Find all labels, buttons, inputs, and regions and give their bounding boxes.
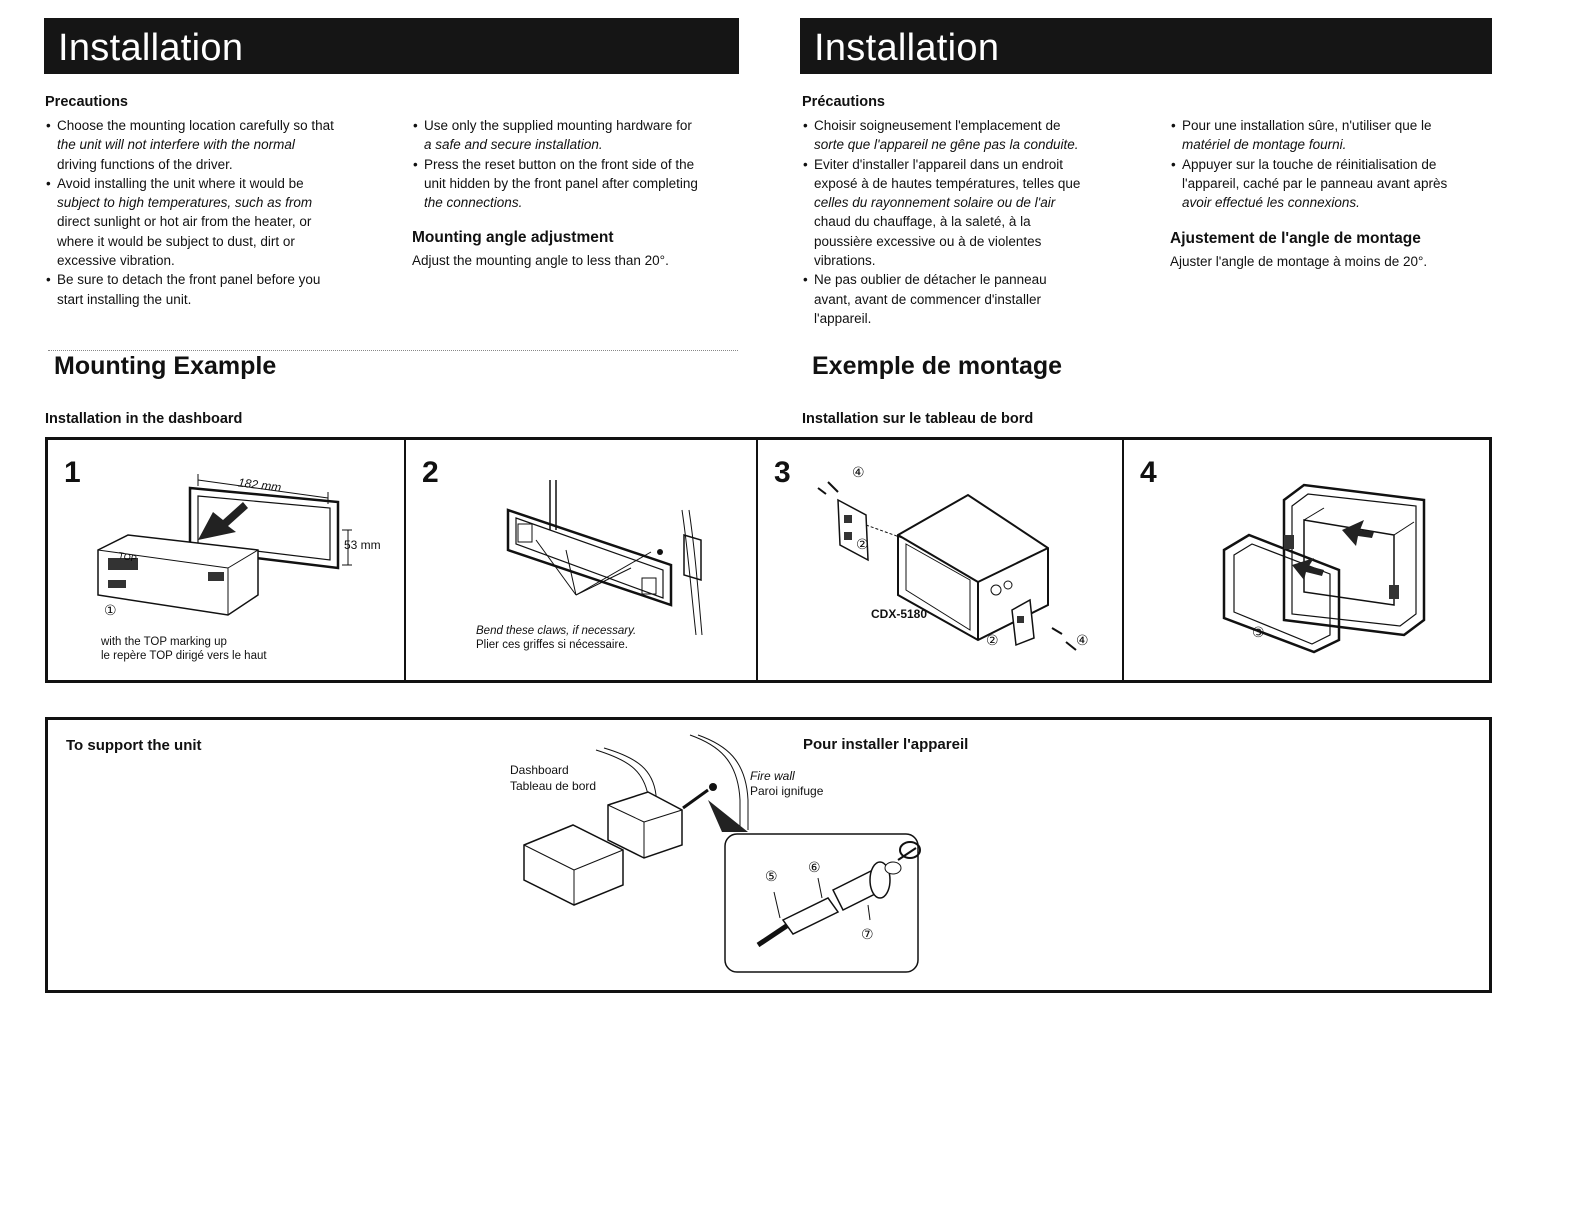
precautions-heading-en: Precautions — [45, 94, 128, 110]
step-number: 3 — [774, 456, 791, 489]
line: the unit will not interfere with the nor… — [57, 137, 295, 153]
section-mounting-example: Mounting Example — [54, 352, 277, 380]
line: Press the reset button on the front side… — [424, 156, 695, 172]
line: poussière excessive ou à de violentes — [814, 233, 1042, 249]
banner-installation-en: Installation — [44, 18, 739, 74]
step-number: 1 — [64, 456, 81, 489]
line: vibrations. — [814, 253, 876, 269]
line: start installing the unit. — [57, 291, 192, 307]
dim-height: 53 mm — [344, 538, 381, 552]
dashboard-heading-fr: Installation sur le tableau de bord — [802, 411, 1034, 427]
bullet: Choose the mounting location carefully s… — [45, 116, 385, 174]
angle-text-en: Adjust the mounting angle to less than 2… — [412, 253, 669, 268]
marker-4b: ④ — [1076, 632, 1089, 648]
section-exemple-de-montage: Exemple de montage — [812, 352, 1063, 380]
line: excessive vibration. — [57, 253, 175, 269]
model-label: CDX-5180 — [871, 607, 928, 621]
marker-3: ③ — [1252, 624, 1265, 640]
support-panel: To support the unit Pour installer l'app… — [45, 717, 1492, 993]
line: Pour une installation sûre, n'utiliser q… — [1182, 118, 1432, 133]
bullet: Be sure to detach the front panel before… — [45, 270, 385, 309]
bullet: Eviter d'installer l'appareil dans un en… — [802, 155, 1147, 271]
svg-text:TOP: TOP — [118, 550, 138, 564]
line: Appuyer sur la touche de réinitialisatio… — [1182, 156, 1437, 172]
step-4-diagram — [1222, 483, 1426, 654]
caption-fr: Plier ces griffes si nécessaire. — [476, 639, 628, 651]
step-4-panel: 4 ③ — [1122, 440, 1491, 680]
divider — [48, 350, 738, 351]
marker-5: ⑤ — [765, 868, 778, 884]
bullet: Press the reset button on the front side… — [412, 155, 752, 213]
line: sorte que l'appareil ne gêne pas la cond… — [814, 137, 1079, 153]
line: Avoid installing the unit where it would… — [57, 175, 304, 191]
step-2-panel: 2 Bend these claws, if necessary. Plier … — [404, 440, 758, 680]
line: the connections. — [424, 195, 523, 211]
line: celles du rayonnement solaire ou de l'ai… — [814, 195, 1056, 211]
line: Ne pas oublier de détacher le panneau — [814, 272, 1047, 288]
marker-7: ⑦ — [861, 926, 874, 942]
bullet: Pour une installation sûre, n'utiliser q… — [1170, 116, 1490, 155]
precautions-col1-en: Choose the mounting location carefully s… — [45, 116, 385, 309]
marker-2: ② — [856, 536, 869, 552]
line: avoir effectué les connexions. — [1182, 195, 1360, 211]
line: driving functions of the driver. — [57, 156, 233, 172]
line: subject to high temperatures, such as fr… — [57, 195, 313, 211]
step-1-panel: 1 TOP 182 mm 53 mm ① with the TOP markin… — [48, 440, 404, 680]
precautions-col2-fr: Pour une installation sûre, n'utiliser q… — [1170, 116, 1490, 212]
precautions-heading-fr: Précautions — [802, 94, 885, 110]
banner-installation-fr: Installation — [800, 18, 1492, 74]
line: l'appareil. — [814, 310, 872, 326]
caption-en: with the TOP marking up — [101, 636, 227, 648]
firewall-label: Fire wall — [750, 769, 795, 783]
bullet: Ne pas oublier de détacher le panneau av… — [802, 270, 1147, 328]
line: Use only the supplied mounting hardware … — [424, 118, 692, 133]
step-2-diagram — [506, 480, 703, 636]
marker-6: ⑥ — [808, 859, 821, 875]
line: a safe and secure installation. — [424, 137, 603, 153]
dashboard-label-fr: Tableau de bord — [510, 779, 597, 793]
marker-1: ① — [104, 602, 117, 618]
angle-text-fr: Ajuster l'angle de montage à moins de 20… — [1170, 254, 1428, 269]
line: where it would be subject to dust, dirt … — [57, 233, 295, 249]
step-1-diagram: TOP — [97, 474, 352, 616]
bullet: Choisir soigneusement l'emplacement de s… — [802, 116, 1147, 155]
banner-title: Installation — [58, 27, 244, 69]
caption-fr: le repère TOP dirigé vers le haut — [101, 650, 267, 662]
line: Be sure to detach the front panel before… — [57, 272, 321, 288]
step-number: 4 — [1140, 456, 1157, 489]
line: chaud du chauffage, à la saleté, à la — [814, 214, 1031, 230]
bullet: Avoid installing the unit where it would… — [45, 174, 385, 270]
marker-2b: ② — [986, 632, 999, 648]
dashboard-label: Dashboard — [510, 763, 569, 777]
bullet: Appuyer sur la touche de réinitialisatio… — [1170, 155, 1490, 213]
line: Choose the mounting location carefully s… — [57, 118, 334, 133]
angle-heading-fr: Ajustement de l'angle de montage — [1170, 230, 1421, 247]
step-number: 2 — [422, 456, 439, 489]
line: Choisir soigneusement l'emplacement de — [814, 118, 1061, 133]
line: direct sunlight or hot air from the heat… — [57, 214, 312, 230]
firewall-label-fr: Paroi ignifuge — [750, 784, 824, 798]
line: avant, avant de commencer d'installer — [814, 291, 1041, 307]
marker-4: ④ — [852, 464, 865, 480]
line: Eviter d'installer l'appareil dans un en… — [814, 156, 1064, 172]
support-title-fr: Pour installer l'appareil — [803, 736, 969, 753]
precautions-col2-en: Use only the supplied mounting hardware … — [412, 116, 752, 212]
banner-title: Installation — [814, 27, 1000, 69]
line: l'appareil, caché par le panneau avant a… — [1182, 175, 1448, 191]
angle-heading-en: Mounting angle adjustment — [412, 229, 614, 246]
step-3-diagram — [817, 481, 1077, 651]
line: exposé à de hautes températures, telles … — [814, 175, 1081, 191]
line: unit hidden by the front panel after com… — [424, 175, 698, 191]
support-title-en: To support the unit — [66, 737, 202, 754]
installation-steps-grid: 1 TOP 182 mm 53 mm ① with the TOP markin… — [45, 437, 1492, 683]
bullet: Use only the supplied mounting hardware … — [412, 116, 752, 155]
line: matériel de montage fourni. — [1182, 137, 1347, 153]
caption-en: Bend these claws, if necessary. — [476, 625, 637, 637]
precautions-col1-fr: Choisir soigneusement l'emplacement de s… — [802, 116, 1147, 328]
support-diagram — [523, 734, 921, 973]
step-3-panel: 3 ④ ② CDX-5180 ② ④ — [756, 440, 1124, 680]
dashboard-heading-en: Installation in the dashboard — [45, 411, 243, 427]
